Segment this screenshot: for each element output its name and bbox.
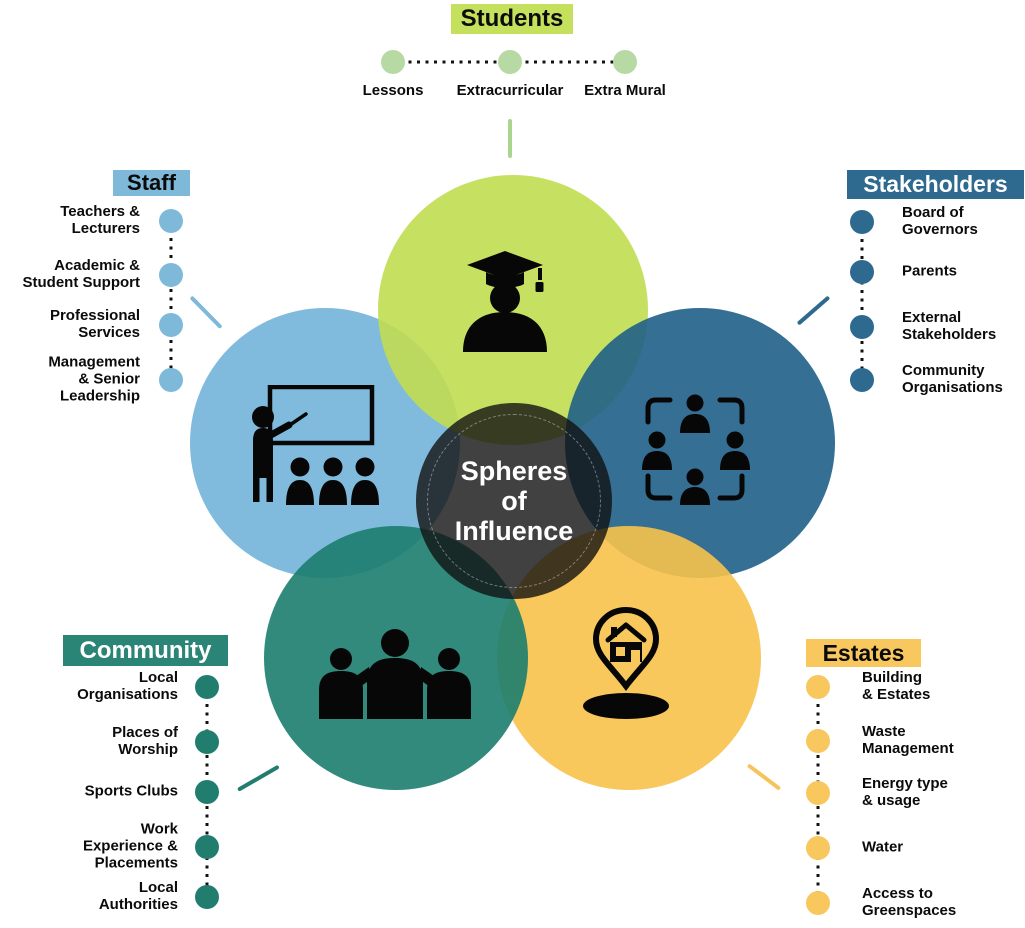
graduate-icon xyxy=(463,251,547,352)
staff-item-teachers: Teachers & Lecturers xyxy=(60,203,140,237)
staff-dot-1 xyxy=(159,209,183,233)
staff-dotted-line xyxy=(169,221,173,380)
estates-header-label: Estates xyxy=(822,639,905,666)
community-dot-1 xyxy=(195,675,219,699)
students-dot-extra-mural xyxy=(613,50,637,74)
community-item-worship: Places of Worship xyxy=(112,724,178,758)
students-header-label: Students xyxy=(460,5,564,32)
students-connector-line xyxy=(508,119,512,158)
students-dot-extracurricular xyxy=(498,50,522,74)
staff-item-management: Management & Senior Leadership xyxy=(48,353,140,405)
students-item-extra-mural: Extra Mural xyxy=(584,82,666,99)
community-dot-4 xyxy=(195,835,219,859)
estates-item-building: Building & Estates xyxy=(862,669,931,703)
diagram-title: Spheres of Influence xyxy=(454,455,574,547)
community-dot-5 xyxy=(195,885,219,909)
students-item-lessons: Lessons xyxy=(362,82,424,99)
stakeholders-dot-3 xyxy=(850,315,874,339)
community-dot-3 xyxy=(195,780,219,804)
stakeholder-group-icon xyxy=(642,394,750,505)
staff-dot-4 xyxy=(159,368,183,392)
community-header-label: Community xyxy=(79,636,212,664)
stakeholders-item-parents: Parents xyxy=(902,262,958,280)
community-header: Community xyxy=(63,635,228,666)
estates-item-greenspaces: Access to Greenspaces xyxy=(862,885,957,919)
community-item-work-experience: Work Experience & Placements xyxy=(82,820,178,872)
estates-item-energy: Energy type & usage xyxy=(862,775,948,809)
stakeholders-item-community-orgs: Community Organisations xyxy=(902,362,1003,396)
students-dotted-line-1 xyxy=(400,60,503,64)
stakeholders-dotted-line xyxy=(860,222,864,380)
community-item-sports: Sports Clubs xyxy=(84,782,178,800)
family-icon xyxy=(319,629,471,719)
stakeholders-dot-2 xyxy=(850,260,874,284)
staff-header-label: Staff xyxy=(127,170,176,195)
estates-header: Estates xyxy=(806,639,921,667)
staff-item-professional: Professional Services xyxy=(49,307,140,341)
stakeholders-header-label: Stakeholders xyxy=(863,171,1008,197)
estates-dot-4 xyxy=(806,836,830,860)
teacher-icon xyxy=(252,385,379,505)
community-connector-line xyxy=(237,764,280,792)
community-item-authorities: Local Authorities xyxy=(98,879,178,913)
center-circle xyxy=(416,403,612,599)
community-item-local-orgs: Local Organisations xyxy=(77,669,178,703)
estates-item-waste: Waste Management xyxy=(862,723,954,757)
staff-dot-2 xyxy=(159,263,183,287)
students-dotted-line-2 xyxy=(517,60,618,64)
staff-connector-line xyxy=(189,295,223,330)
stakeholders-header: Stakeholders xyxy=(847,170,1024,199)
students-item-extracurricular: Extracurricular xyxy=(456,82,564,99)
estates-dot-5 xyxy=(806,891,830,915)
staff-dot-3 xyxy=(159,313,183,337)
staff-header: Staff xyxy=(113,170,190,196)
stakeholders-dot-4 xyxy=(850,368,874,392)
stakeholders-dot-1 xyxy=(850,210,874,234)
community-dot-2 xyxy=(195,730,219,754)
students-dot-lessons xyxy=(381,50,405,74)
students-header: Students xyxy=(451,4,573,34)
estates-dot-2 xyxy=(806,729,830,753)
stakeholders-connector-line xyxy=(796,295,831,326)
stakeholders-item-board: Board of Governors xyxy=(902,204,978,238)
estates-connector-line xyxy=(746,763,782,791)
staff-item-academic: Academic & Student Support xyxy=(22,257,140,291)
estates-dot-3 xyxy=(806,781,830,805)
house-pin-icon xyxy=(583,606,669,719)
estates-item-water: Water xyxy=(862,838,904,856)
estates-dot-1 xyxy=(806,675,830,699)
stakeholders-item-external: External Stakeholders xyxy=(902,309,997,343)
